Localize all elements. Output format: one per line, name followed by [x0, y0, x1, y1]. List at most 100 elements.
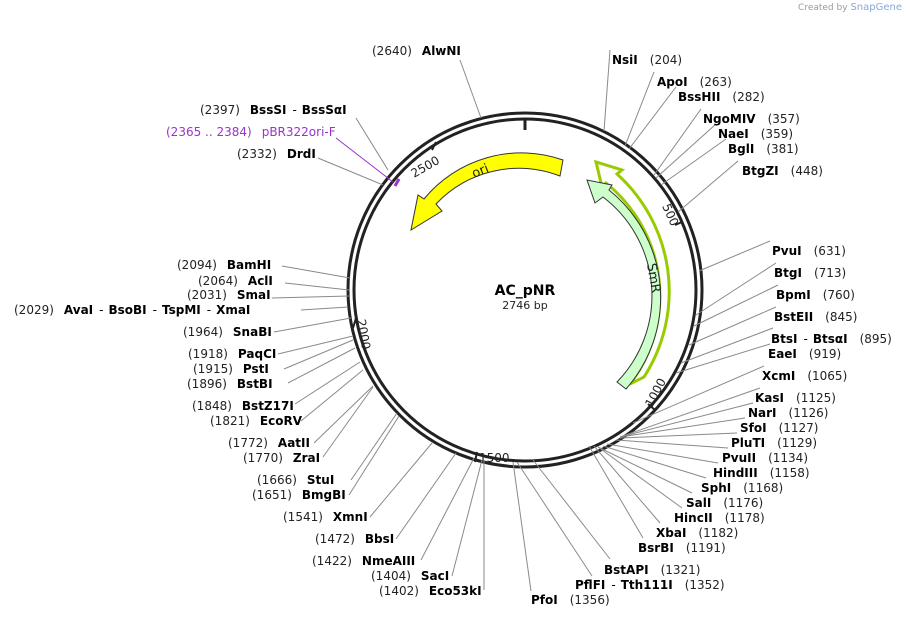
site-enzyme-name: XcmI — [762, 369, 795, 383]
site-leader-line — [619, 387, 761, 438]
site-leader-line — [680, 327, 774, 364]
site-leader-line — [693, 284, 779, 327]
smr-feature-arrow — [586, 179, 662, 390]
site-leader-line — [603, 49, 611, 132]
name-separator: - — [153, 303, 157, 317]
site-enzyme-name: BssSI — [250, 103, 287, 117]
site-nsii: NsiI(204) — [603, 49, 682, 132]
site-position: (2029) — [14, 303, 54, 317]
site-bbsi: (1472)BbsI — [315, 452, 457, 546]
site-leader-line — [451, 459, 483, 577]
site-position: (1191) — [686, 541, 726, 555]
site-kasi: KasI(1125) — [619, 387, 836, 438]
site-position: (845) — [825, 310, 857, 324]
site-enzyme-name: BpmI — [776, 288, 811, 302]
site-pfoi: PfoI(1356) — [512, 461, 610, 607]
site-position: (1404) — [371, 569, 411, 583]
site-enzyme-name: EcoRV — [260, 414, 303, 428]
site-enzyme-name: DrdI — [287, 147, 316, 161]
site-enzyme-name: PflFI — [575, 578, 605, 592]
site-label: PluTI(1129) — [731, 436, 817, 450]
site-enzyme-name: BtsI — [771, 332, 798, 346]
site-acli: (2064)AclI — [198, 274, 350, 291]
site-position: (357) — [768, 112, 800, 126]
site-pluti: PluTI(1129) — [619, 432, 817, 450]
tick-label-2000: 2000 — [354, 318, 373, 351]
site-psti: (1915)PstI — [193, 339, 354, 376]
site-leader-line — [287, 347, 356, 384]
site-enzyme-name: AatII — [278, 436, 310, 450]
site-label: (1472)BbsI — [315, 532, 394, 546]
site-enzyme-name: XmnI — [333, 510, 368, 524]
site-position: (448) — [791, 164, 823, 178]
site-leader-line — [512, 461, 532, 592]
site-label: (1918)PaqCI — [188, 347, 276, 361]
site-eco53ki: (1402)Eco53kI — [379, 460, 485, 598]
site-avai: (2029)AvaI-BsoBI-TspMI-XmaI — [14, 303, 349, 317]
site-leader-line — [313, 385, 374, 444]
tick-label-1500: 1500 — [479, 451, 510, 465]
site-position: (1129) — [777, 436, 817, 450]
site-pvui: PvuI(631) — [698, 240, 846, 272]
site-position: (1422) — [312, 554, 352, 568]
site-position: (1127) — [779, 421, 819, 435]
site-label: SfoI(1127) — [740, 421, 818, 435]
site-nmeaiii: (1422)NmeAIII — [312, 457, 475, 568]
site-enzyme-name: PstI — [243, 362, 269, 376]
site-label: XbaI(1182) — [656, 526, 738, 540]
site-label: XcmI (1065) — [762, 369, 847, 383]
site-label: (1402)Eco53kI — [379, 584, 482, 598]
site-enzyme-name: BamHI — [227, 258, 271, 272]
site-position: (282) — [732, 90, 764, 104]
site-leader-line — [624, 71, 655, 147]
site-enzyme-name: HindIII — [713, 466, 758, 480]
site-label: BsrBI(1191) — [638, 541, 726, 555]
site-position: (1772) — [228, 436, 268, 450]
tick-500: 500 — [659, 202, 683, 228]
site-label: (1770)ZraI — [243, 451, 320, 465]
site-leader-line — [459, 59, 482, 119]
site-leader-line — [597, 446, 693, 494]
site-label: (2332)DrdI — [237, 147, 316, 161]
site-position: (1651) — [252, 488, 292, 502]
site-leader-line — [677, 160, 739, 213]
site-position: (381) — [766, 142, 798, 156]
site-position: (1158) — [770, 466, 810, 480]
site-label: BtgZI(448) — [742, 164, 823, 178]
site-enzyme-name: NsiI — [612, 53, 638, 67]
site-bstz17i: (1848)BstZ17I — [192, 361, 361, 413]
site-enzyme-name: SnaBI — [233, 325, 272, 339]
site-leader-line — [675, 343, 771, 374]
site-leader-line — [300, 369, 364, 422]
site-enzyme-name: BstZ17I — [242, 399, 294, 413]
site-enzyme-name: BmgBI — [302, 488, 346, 502]
site-sphi: SphI(1168) — [602, 445, 783, 495]
site-position: (631) — [814, 244, 846, 258]
site-enzyme-name: BsoBI — [109, 303, 147, 317]
site-position: (1126) — [789, 406, 829, 420]
site-position: (1168) — [743, 481, 783, 495]
site-naei: NaeI(359) — [655, 123, 793, 179]
site-enzyme-name: BstEII — [774, 310, 813, 324]
site-leader-line — [606, 443, 719, 464]
site-bmgbi: (1651) BmgBI — [252, 415, 400, 502]
tick-2000: 2000 — [352, 317, 373, 351]
site-leader-line — [593, 445, 661, 524]
site-label: BstEII (845) — [774, 310, 857, 324]
site-leader-line — [300, 306, 349, 311]
site-bstbi: (1896)BstBI — [187, 347, 356, 391]
site-enzyme-name: BglI — [728, 142, 754, 156]
tick-1000: 1000 — [642, 376, 669, 411]
site-position: (359) — [761, 127, 793, 141]
site-label: HindIII (1158) — [713, 466, 810, 480]
site-label: (1541)XmnI — [283, 510, 368, 524]
site-label: (1848)BstZ17I — [192, 399, 294, 413]
site-leader-line — [698, 240, 771, 272]
site-position: (1065) — [807, 369, 847, 383]
site-label: (2064)AclI — [198, 274, 273, 288]
site-ecorv: (1821)EcoRV — [210, 369, 364, 428]
site-leader-line — [322, 386, 374, 458]
site-leader-line — [688, 306, 777, 346]
primer-label: (2365 .. 2384)pBR322ori-F — [166, 125, 336, 139]
site-enzyme-name: AclI — [248, 274, 273, 288]
